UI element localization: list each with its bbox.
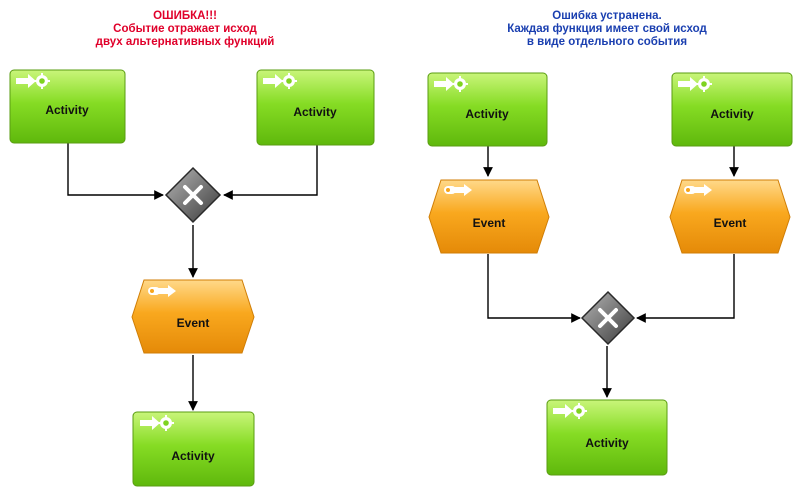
right-activity-c-label: Activity [585,436,629,450]
xor-gateway-icon [598,308,618,328]
left-activity-c[interactable]: Activity [132,411,255,487]
left-activity-b-label: Activity [293,105,337,119]
left-title-line-2: Событие отражает исход [113,23,257,35]
right-activity-b[interactable]: Activity [671,72,793,147]
right-connector-event-b-to-gateway [636,254,735,323]
left-activity-c-label: Activity [171,449,215,463]
xor-gateway-icon [183,185,203,205]
right-activity-a-label: Activity [465,107,509,121]
left-event-label: Event [177,316,210,330]
right-title-line-3: в виде отдельного события [526,36,688,48]
left-connector-activity-b-to-gateway [223,145,318,200]
left-activity-b[interactable]: Activity [256,69,375,146]
right-event-a-label: Event [473,216,506,230]
left-title-line-1: ОШИБКА!!! [153,10,217,22]
left-activity-a-label: Activity [45,103,89,117]
left-diagram-title: ОШИБКА!!! Событие отражает исход двух ал… [40,10,330,49]
right-connector-event-a-to-gateway [487,254,581,323]
right-diagram-title: Ошибка устранена. Каждая функция имеет с… [462,10,752,49]
right-activity-b-label: Activity [710,107,754,121]
left-activity-a[interactable]: Activity [9,69,126,144]
left-connectors [67,143,318,411]
left-connector-activity-a-to-gateway [67,143,164,200]
right-title-line-2: Каждая функция имеет свой исход [507,23,707,35]
left-title-line-3: двух альтернативных функций [95,36,275,48]
right-connectors [483,146,739,398]
left-xor-gateway[interactable] [164,166,222,224]
right-event-b[interactable]: Event [669,179,791,254]
right-xor-gateway[interactable] [580,290,636,346]
right-activity-a[interactable]: Activity [427,72,548,147]
right-event-a[interactable]: Event [428,179,550,254]
right-event-b-label: Event [714,216,747,230]
right-title-line-1: Ошибка устранена. [552,10,662,22]
left-event[interactable]: Event [131,279,255,354]
right-activity-c[interactable]: Activity [546,399,668,476]
